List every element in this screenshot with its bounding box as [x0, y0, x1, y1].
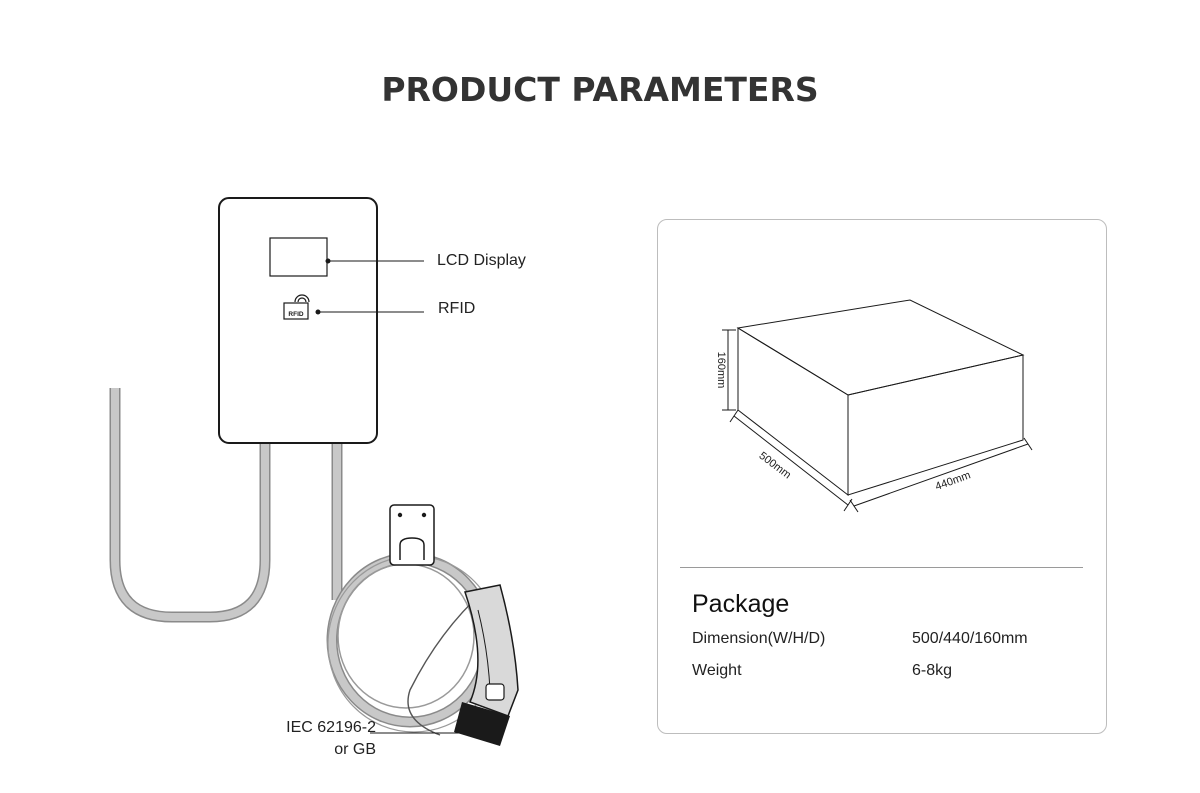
rfid-icon: RFID: [283, 294, 310, 320]
spec-name: Dimension(W/H/D): [692, 630, 826, 647]
package-box-drawing: 160mm 500mm 440mm: [715, 299, 1033, 513]
box-width-label: 440mm: [934, 469, 973, 493]
connector-label-line1: IEC 62196-2: [286, 719, 376, 736]
charger-body: [218, 197, 378, 444]
page-title: PRODUCT PARAMETERS: [381, 70, 819, 109]
spec-value: 500/440/160mm: [912, 630, 1028, 647]
lcd-display: [269, 237, 328, 277]
package-card: 160mm 500mm 440mm Package Dimension(W/H/…: [657, 219, 1107, 734]
spec-value: 6-8kg: [912, 662, 953, 679]
connector-label-line2: or GB: [334, 741, 376, 758]
box-height-label: 160mm: [715, 352, 727, 389]
plug-cable: [407, 589, 486, 736]
spec-row: Dimension(W/H/D) 500/440/160mm: [692, 630, 1092, 654]
spec-name: Weight: [692, 662, 742, 679]
lcd-display-label: LCD Display: [437, 252, 526, 269]
connector-plug: [454, 584, 519, 746]
cable-hook: [389, 504, 435, 566]
card-divider: [680, 567, 1083, 568]
charger-diagram: RFID: [109, 197, 519, 746]
rfid-label: RFID: [438, 300, 476, 317]
box-depth-label: 500mm: [757, 450, 794, 482]
connector-label: IEC 62196-2 or GB: [286, 717, 376, 761]
spec-row: Weight 6-8kg: [692, 662, 1092, 686]
package-title: Package: [692, 590, 790, 618]
plug-tip: [454, 702, 510, 746]
rfid-icon-text: RFID: [288, 311, 303, 318]
